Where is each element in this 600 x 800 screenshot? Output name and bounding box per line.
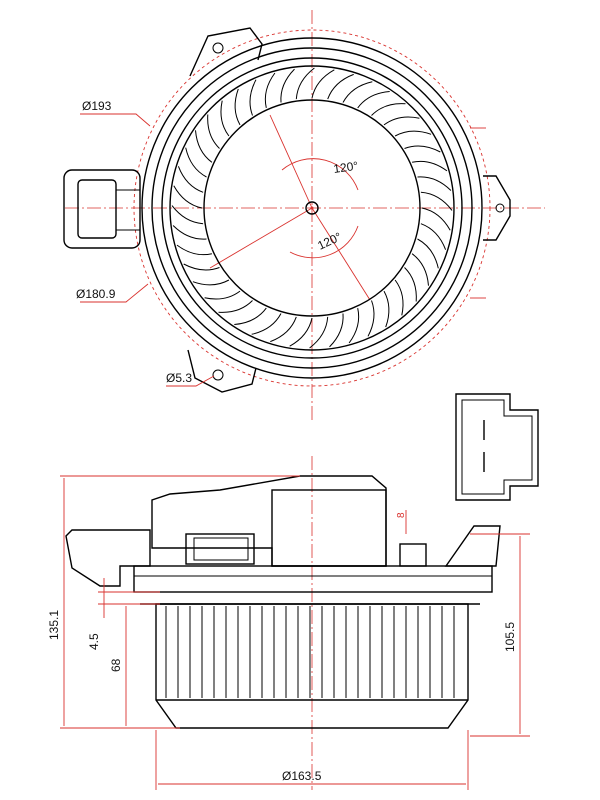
- fan-blade: [394, 130, 432, 137]
- wheel-height-label: 68: [109, 658, 123, 672]
- fan-blade: [218, 300, 253, 313]
- angle-label-1: 120°: [332, 159, 359, 176]
- fan-blade: [280, 68, 295, 103]
- hole-dia-leader: [166, 375, 215, 387]
- fan-blades: [171, 67, 453, 349]
- fan-blade: [207, 114, 220, 149]
- wheel-outer-ring: [169, 65, 455, 351]
- fan-blade: [309, 316, 329, 349]
- total-height-label: 135.1: [47, 610, 61, 640]
- inner-dia-label: Ø180.9: [76, 287, 116, 301]
- fan-blade: [411, 253, 429, 286]
- gap-label: 4.5: [87, 633, 101, 650]
- fan-blade: [249, 79, 257, 116]
- radial-line-c: [311, 207, 371, 301]
- fan-blade: [342, 81, 373, 103]
- hub-center-mark: [310, 206, 314, 210]
- fan-blade: [417, 238, 439, 269]
- fan-blade: [220, 100, 230, 137]
- bottom-lug-hole: [212, 369, 224, 381]
- housing-flange: [133, 565, 493, 593]
- fan-blade: [264, 72, 276, 109]
- housing-height-label: 105.5: [503, 622, 517, 652]
- wheel-inner-ring: [203, 99, 421, 317]
- fan-blade: [183, 263, 220, 271]
- fan-blade: [367, 300, 375, 337]
- fan-blade: [171, 205, 204, 225]
- fan-blade: [295, 67, 315, 100]
- motor-hub: [305, 201, 319, 215]
- radial-line-b: [269, 114, 313, 209]
- fan-blade: [234, 88, 241, 126]
- outer-dia-leader: [80, 113, 151, 127]
- fan-blade: [289, 317, 313, 347]
- fan-blade: [192, 279, 230, 286]
- fan-blade: [172, 225, 207, 240]
- side-view: 135.1 4.5 68 105.5 Ø163.5 8: [47, 456, 530, 790]
- fan-blade: [270, 316, 297, 343]
- fan-blade: [204, 290, 241, 300]
- inner-dia-leader: [80, 283, 149, 303]
- fan-blade: [383, 290, 390, 328]
- radial-line-a: [209, 207, 313, 269]
- fan-blade: [383, 116, 420, 126]
- fan-blade: [185, 147, 207, 178]
- fan-blade: [311, 69, 335, 99]
- fan-blade: [195, 130, 213, 163]
- hole-dia-label: Ø5.3: [166, 371, 192, 385]
- fan-blade: [421, 207, 451, 231]
- wheel-dia-label: Ø163.5: [282, 769, 322, 783]
- fan-blade: [357, 91, 390, 109]
- fan-blade: [420, 223, 447, 250]
- housing-ring-3: [161, 57, 463, 359]
- fan-blade: [251, 313, 282, 335]
- outer-dia-label: Ø193: [82, 99, 112, 113]
- fan-blade: [420, 191, 453, 211]
- fan-blade: [329, 313, 344, 348]
- wheel-slats: [165, 606, 455, 698]
- fan-blade: [404, 267, 417, 302]
- connector-window-inner: [193, 537, 249, 561]
- fan-blade: [417, 176, 452, 191]
- housing-outer-ring: [141, 37, 483, 379]
- right-block: [399, 543, 427, 567]
- fan-blade: [173, 185, 203, 209]
- right-side-lug: [444, 525, 501, 567]
- right-mounting-lug: [483, 175, 511, 241]
- housing-ring-2: [151, 47, 473, 369]
- motor-cover: [151, 475, 387, 567]
- fan-blade: [394, 279, 404, 316]
- fan-blade: [371, 103, 406, 116]
- top-mounting-lug: [189, 27, 263, 77]
- fan-blade: [327, 73, 354, 100]
- angle-arc-2: [289, 225, 359, 259]
- right-lug-hole: [495, 203, 505, 213]
- connector-offset-label: 8: [396, 512, 407, 518]
- bottom-mounting-lug: [187, 349, 257, 393]
- fan-blade: [176, 244, 213, 256]
- top-view: 120° 120° Ø193 Ø180.9 Ø5.3: [63, 10, 545, 420]
- fan-blade: [411, 160, 448, 172]
- outer-dimension-circle: [133, 29, 491, 387]
- left-connector-top: [63, 169, 141, 249]
- angle-arc-1: [281, 158, 359, 191]
- top-lug-hole: [212, 42, 224, 54]
- fan-blade: [234, 307, 267, 325]
- fan-blade: [348, 307, 360, 344]
- left-connector-side: [65, 529, 151, 587]
- connector-window: [185, 533, 255, 565]
- fan-blade: [177, 166, 204, 193]
- connector-end-view: [455, 393, 539, 501]
- fan-blade: [404, 145, 441, 153]
- motor-can: [271, 489, 387, 567]
